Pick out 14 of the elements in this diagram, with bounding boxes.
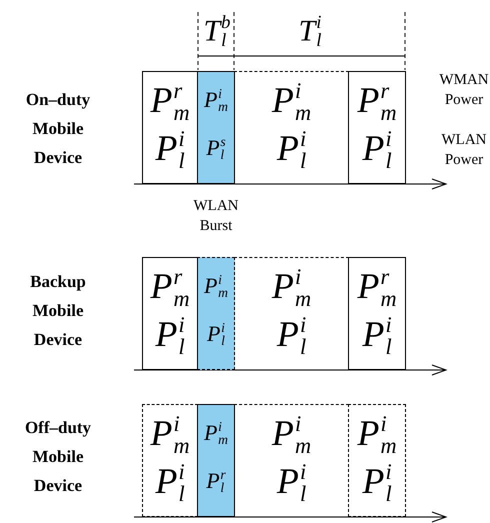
time-slot xyxy=(348,404,406,517)
time-slot xyxy=(142,257,198,370)
burst-slot xyxy=(197,404,235,517)
time-slot xyxy=(142,71,198,184)
power-label: WLAN Power xyxy=(440,131,488,170)
row-label: On–duty Mobile Device xyxy=(24,89,92,169)
power-label: WMAN Power xyxy=(438,71,490,110)
row-label: Off–duty Mobile Device xyxy=(24,417,92,497)
burst-label: WLAN Burst xyxy=(192,197,240,236)
time-slot xyxy=(348,257,406,370)
time-slot xyxy=(348,71,406,184)
burst-slot xyxy=(197,71,235,184)
row-label: Backup Mobile Device xyxy=(29,271,87,351)
burst-slot xyxy=(197,257,235,370)
